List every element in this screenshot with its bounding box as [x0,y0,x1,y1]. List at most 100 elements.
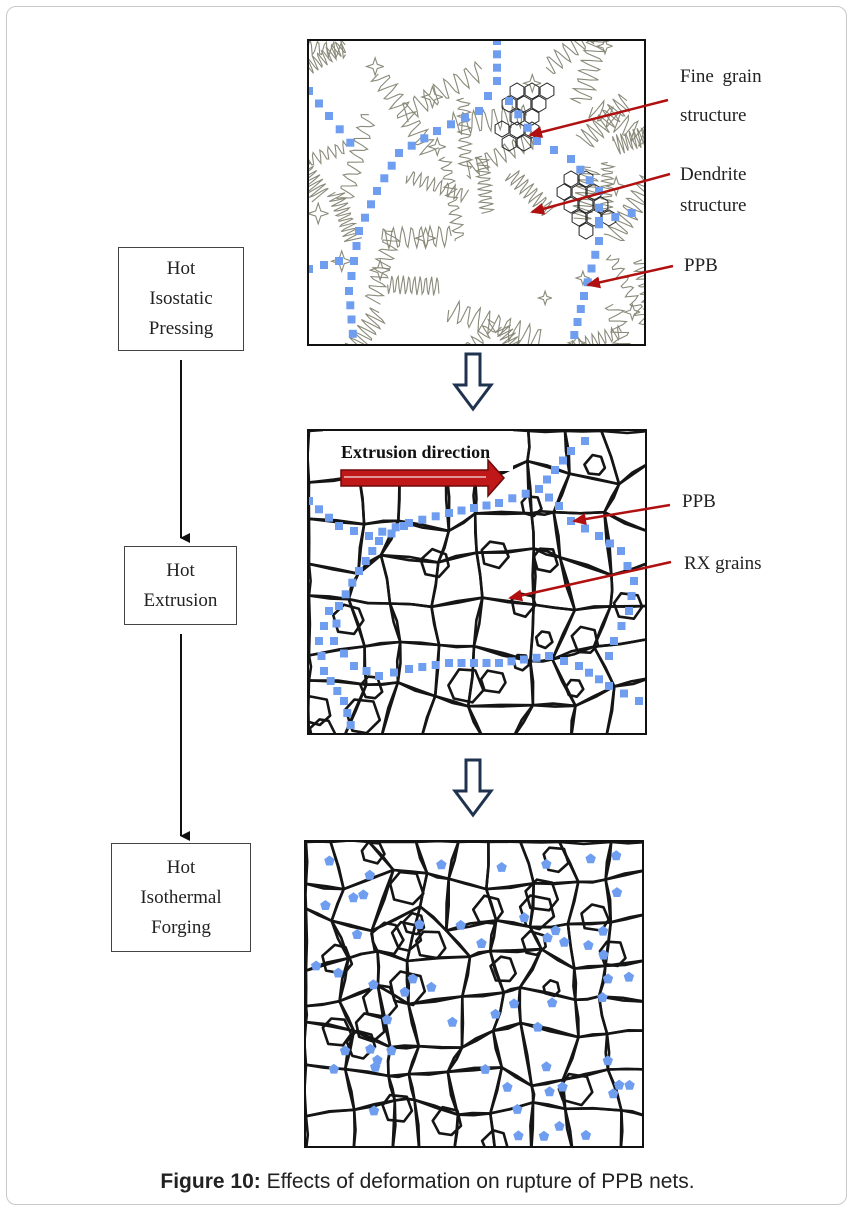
label-dendrite-structure: structure [680,195,747,216]
ppb-dot [635,697,643,705]
fine-grain [520,495,543,518]
ppb-dot [630,577,638,585]
ppb-dot [335,257,343,265]
grain [570,685,616,733]
ppb-dot [545,652,553,660]
fine-grain-cell [531,95,547,113]
grain [344,681,400,733]
ppb-dot [543,475,551,484]
label-fine-grain-structure: structure [680,105,747,126]
annot-arrow-ppb-2 [572,503,671,525]
ppb-dot [320,622,328,630]
stage-1-line-1: Hot [166,258,196,279]
fine-grain-cell [509,82,525,100]
dendrite-arm [494,324,523,344]
ppb-dot [355,567,363,575]
ppb-dot [507,657,516,666]
dendrite-arm [381,224,452,251]
ppb-dot [570,331,579,339]
ppb-dot [350,662,358,670]
fine-grain [415,930,447,960]
figure-frame [6,6,847,1205]
ppb-dot [605,652,613,660]
ppb-dot [395,149,403,157]
dendrite-arm [603,174,644,242]
ppb-dot [345,287,353,295]
ppb-dot [611,887,623,897]
ppb-dot [470,659,478,667]
ppb-dot [520,655,528,664]
ppb-dot [559,456,567,465]
ppb-dot [550,146,558,154]
ppb-dot [513,1130,524,1141]
extrusion-label-box [323,431,513,471]
ppb-dot [309,497,313,505]
grain [604,842,642,881]
dendrite-arm [466,129,537,180]
fine-grain [479,669,507,694]
dendrite-star [309,201,329,226]
dendrite-arm [612,127,644,155]
ppb-dot [310,960,322,971]
fine-grain-cell [578,222,594,240]
ppb-dot [581,524,589,533]
ppb-dot [340,697,348,705]
ppb-dot [346,721,355,729]
fine-grain [331,603,365,636]
ppb-dot [493,77,501,85]
ppb-dot [355,227,363,235]
ppb-dot [368,547,377,555]
ppb-dot [350,527,358,535]
ppb-dot [418,515,427,524]
ppb-dot [550,925,561,936]
label-fine-grain: Fine grain [680,66,762,87]
fine-grain [532,547,559,574]
dendrite-arm [605,254,644,335]
fine-grain [447,668,485,704]
ppb-dot [391,523,400,532]
ppb-dot [496,862,507,872]
grain [352,1099,397,1146]
ppb-dot [476,938,487,948]
label-rx-grains: RX grains [684,553,762,574]
ppb-dot [623,971,635,982]
ppb-dot [482,501,491,510]
ppb-dot [608,1088,619,1099]
ppb-dot [351,929,363,939]
dendrite-arm [455,97,474,170]
ppb-dot [332,619,341,628]
fine-grain-cell [586,209,602,227]
panel-forging-microstructure [304,840,644,1148]
fine-grain [542,846,570,874]
ppb-dot [480,1064,491,1074]
dendrite-arm [369,73,440,156]
ppb-dot [587,264,596,273]
grain [306,1108,356,1146]
panel-hip-svg [309,41,644,344]
ppb-dot [576,305,585,313]
ppb-dot [545,493,553,502]
ppb-dot [348,578,357,587]
dendrite-arm [604,303,631,344]
ppb-dot [521,489,530,498]
fine-grain-cell [524,82,540,100]
dendrite-arm [451,103,528,136]
ppb-dot [381,1014,393,1025]
ppb-dot [555,502,563,510]
fine-grain [534,630,554,650]
ppb-dot [320,261,328,269]
ppb-dot [502,1081,513,1092]
fine-grain [381,1093,414,1123]
ppb-dot [330,637,338,645]
ppb-dot [576,165,585,174]
dendrite-arm [446,299,542,344]
ppb-dot [533,137,541,145]
fine-grain-cell [494,120,510,138]
ppb-dot [387,161,396,170]
ppb-dot [325,513,333,522]
ppb-dot [405,519,413,527]
ppb-dot [490,1008,501,1019]
ppb-dot [418,663,427,671]
ppb-dot [431,512,440,521]
stage-1-line-2: Isostatic [149,288,213,309]
